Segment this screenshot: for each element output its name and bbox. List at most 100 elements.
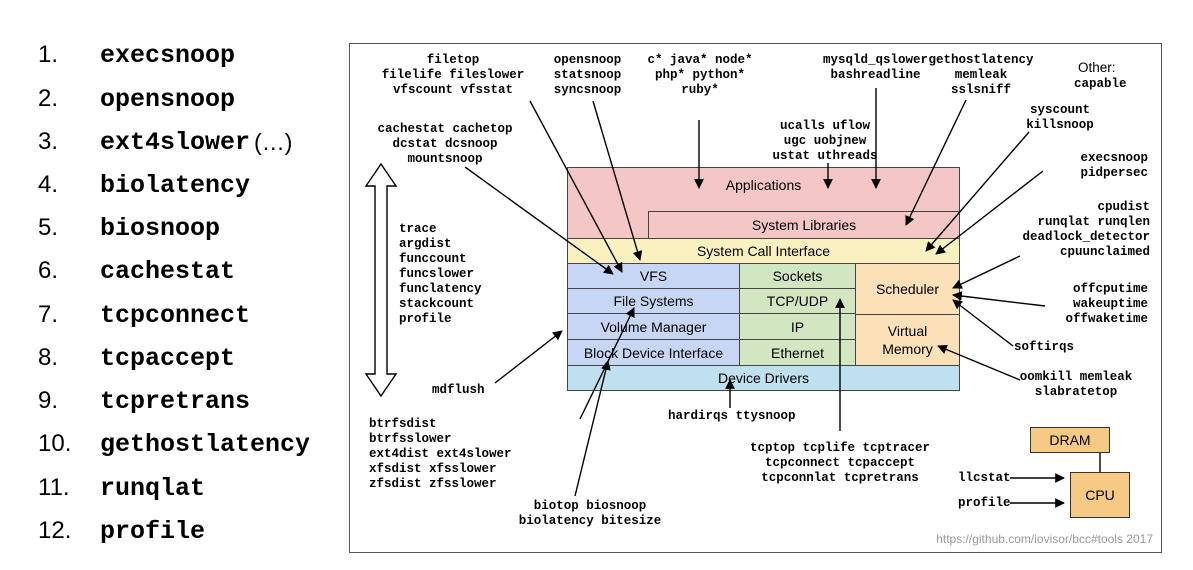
volume-manager-layer: Volume Manager — [567, 313, 740, 340]
device-drivers-label: Device Drivers — [717, 370, 809, 386]
dram-label: DRAM — [1049, 432, 1091, 448]
block-device-interface-layer: Block Device Interface — [567, 339, 740, 366]
tool-label: offwaketime — [1065, 312, 1148, 326]
list-item: 12. profile — [38, 511, 205, 551]
tool-label: hardirqs ttysnoop — [668, 409, 796, 423]
tool-label: offcputime — [1072, 282, 1148, 296]
tool-label: ruby* — [681, 83, 719, 97]
file-systems-layer: File Systems — [567, 288, 740, 314]
tool-label: profile — [399, 312, 452, 326]
tool-group-cpudist: cpudist runqlat runqlen deadlock_detecto… — [990, 200, 1150, 260]
tool-label: trace — [399, 222, 437, 236]
tool-label: runqlat runqlen — [1037, 215, 1150, 229]
ethernet-label: Ethernet — [771, 344, 824, 361]
tool-group-offcputime: offcputime wakeuptime offwaketime — [1030, 282, 1148, 327]
ip-label: IP — [790, 318, 805, 335]
list-item: 10. gethostlatency — [38, 424, 310, 464]
tool-label: bashreadline — [830, 68, 921, 82]
applications-label: Applications — [725, 177, 802, 193]
tool-group-execsnoop: execsnoop pidpersec — [1020, 151, 1148, 181]
list-tool-name: opensnoop — [100, 84, 236, 114]
tool-label: softirqs — [1014, 340, 1075, 354]
tool-label: mdflush — [432, 383, 485, 397]
list-number: 7. — [38, 301, 59, 328]
system-call-interface-layer: System Call Interface — [567, 238, 960, 264]
list-tool-suffix: (…) — [254, 128, 293, 155]
list-item: 4.biolatency — [38, 165, 250, 205]
block-device-interface-label: Block Device Interface — [583, 344, 724, 361]
tool-label: tcpconnlat tcpretrans — [761, 471, 919, 485]
tool-group-opensnoop: opensnoop statsnoop syncsnoop — [540, 53, 635, 98]
tcp-udp-layer: TCP/UDP — [739, 288, 856, 314]
tool-group-syscount: syscount killsnoop — [1010, 103, 1110, 133]
list-number: 9. — [38, 387, 59, 414]
system-libraries-layer: System Libraries — [648, 211, 960, 239]
list-tool-name: profile — [100, 516, 206, 546]
tool-group-biotop: biotop biosnoop biolatency bitesize — [510, 499, 670, 529]
list-tool-name: gethostlatency — [100, 429, 311, 459]
tool-label: biotop biosnoop — [533, 499, 647, 513]
tool-label: wakeuptime — [1072, 297, 1148, 311]
list-number: 8. — [38, 344, 59, 371]
scheduler-label: Scheduler — [875, 281, 940, 297]
tool-label: opensnoop — [553, 53, 622, 67]
ip-layer: IP — [739, 313, 856, 340]
list-number: 11. — [38, 474, 70, 501]
tool-label: execsnoop — [1080, 151, 1148, 165]
list-number: 6. — [38, 257, 59, 284]
list-item: 2. opensnoop — [38, 79, 235, 119]
list-item: 7. tcpconnect — [38, 295, 250, 335]
tool-label: llcstat — [958, 471, 1011, 485]
tool-group-softirqs: softirqs — [1014, 340, 1074, 355]
tool-label: mysqld_qslower — [822, 53, 929, 67]
system-call-interface-label: System Call Interface — [696, 243, 831, 259]
tool-label: statsnoop — [553, 68, 622, 82]
tool-label: gethostlatency — [928, 53, 1034, 67]
tool-group-btrfs: btrfsdist btrfsslower ext4dist ext4slowe… — [369, 417, 512, 492]
list-tool-name: cachestat — [100, 256, 236, 286]
tool-label: stackcount — [399, 297, 475, 311]
tool-label: oomkill memleak — [1019, 370, 1133, 384]
virtual-memory-label-line2: Memory — [882, 341, 933, 357]
list-number: 10. — [38, 430, 72, 457]
scheduler-layer: Scheduler — [855, 263, 960, 315]
tool-label: php* python* — [654, 68, 745, 82]
tool-label: pidpersec — [1080, 166, 1148, 180]
list-item: 1.execsnoop — [38, 35, 235, 75]
source-credit: https://github.com/iovisor/bcc#tools 201… — [936, 532, 1153, 546]
tool-label: cachestat cachetop — [377, 122, 513, 136]
list-item: 9. tcpretrans — [38, 381, 250, 421]
list-item: 5. biosnoop — [38, 208, 220, 248]
tool-label: funcslower — [399, 267, 475, 281]
tool-label: btrfsslower — [369, 432, 452, 446]
tool-label: syscount — [1029, 103, 1090, 117]
list-item: 8.tcpaccept — [38, 338, 235, 378]
list-number: 12. — [38, 517, 72, 544]
tool-label: tcptop tcplife tcptracer — [750, 441, 931, 455]
list-tool-name: biosnoop — [100, 213, 221, 243]
tool-label: cpuunclaimed — [1059, 245, 1150, 259]
list-tool-name: tcpconnect — [100, 300, 251, 330]
tool-label: xfsdist xfsslower — [369, 462, 497, 476]
tool-group-profile-cpu: profile — [958, 496, 1011, 511]
list-number: 5. — [38, 214, 59, 241]
cpu-label: CPU — [1085, 487, 1115, 503]
list-number: 1. — [38, 41, 59, 68]
tool-label: c* java* node* — [647, 53, 753, 67]
tool-label: slabratetop — [1034, 385, 1118, 399]
double-arrow-icon — [364, 162, 398, 398]
tool-group-mdflush: mdflush — [432, 383, 485, 398]
tool-label: vfscount vfsstat — [392, 83, 514, 97]
bcc-tools-diagram: Applications System Libraries System Cal… — [349, 43, 1162, 553]
tool-group-oomkill: oomkill memleak slabratetop — [1006, 370, 1146, 400]
list-number: 2. — [38, 85, 59, 112]
list-tool-name: tcpretrans — [100, 386, 251, 416]
tool-group-trace: trace argdist funccount funcslower funcl… — [399, 222, 482, 327]
tool-label: deadlock_detector — [1022, 230, 1150, 244]
tool-group-cachestat: cachestat cachetop dcstat dcsnoop mounts… — [370, 122, 520, 167]
tool-label: ugc uobjnew — [783, 134, 867, 148]
tool-label: dcstat dcsnoop — [392, 137, 498, 151]
tool-label: zfsdist zfsslower — [369, 477, 497, 491]
sockets-label: Sockets — [772, 268, 823, 284]
list-number: 4. — [38, 171, 59, 198]
